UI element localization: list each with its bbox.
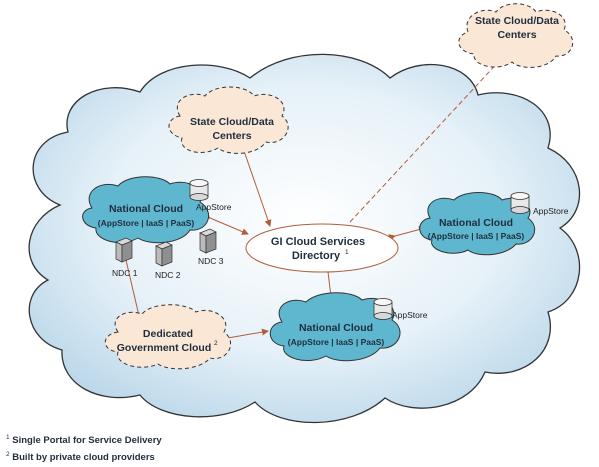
ndc-2-label: NDC 2 bbox=[155, 270, 181, 280]
footnote-1-mark: 1 bbox=[6, 434, 10, 441]
connector-arrows bbox=[117, 141, 426, 343]
ndc-servers: NDC 1 NDC 2 NDC 3 bbox=[112, 228, 224, 280]
appstore-icon-right bbox=[510, 192, 530, 214]
state-cloud-mid-line1: State Cloud/Data bbox=[190, 116, 274, 128]
ndc-3-label: NDC 3 bbox=[198, 256, 224, 266]
state-cloud-mid: State Cloud/Data Centers bbox=[168, 86, 289, 154]
footnote-1-text: Single Portal for Service Delivery bbox=[12, 435, 162, 447]
directory-superscript: 1 bbox=[345, 249, 349, 256]
dedicated-line2: Government Cloud bbox=[117, 342, 212, 354]
nc-left-subtitle: (AppStore | IaaS | PaaS) bbox=[98, 218, 195, 228]
server-icon-ndc2 bbox=[155, 241, 173, 267]
arrow-dedicated-to-nc-bottom bbox=[221, 328, 269, 343]
nc-left-appstore-label: AppStore bbox=[196, 202, 232, 212]
state-cloud-top: State Cloud/Data Centers bbox=[458, 3, 574, 68]
footnote-2-text: Built by private cloud providers bbox=[12, 452, 155, 464]
national-cloud-left: National Cloud (AppStore | IaaS | PaaS) bbox=[82, 176, 210, 244]
server-icon-ndc3 bbox=[199, 228, 217, 254]
state-cloud-top-line1: State Cloud/Data bbox=[475, 15, 559, 27]
appstore-icon-left bbox=[189, 179, 209, 201]
server-icon-ndc1 bbox=[115, 237, 133, 263]
state-cloud-top-line2: Centers bbox=[497, 29, 536, 41]
state-cloud-mid-line2: Centers bbox=[212, 130, 251, 142]
footnote-2: 2 Built by private cloud providers bbox=[6, 451, 155, 463]
gi-cloud-services-directory: GI Cloud Services Directory 1 bbox=[245, 223, 399, 273]
dedicated-superscript: 2 bbox=[214, 340, 218, 347]
appstore-icon-bottom bbox=[373, 298, 393, 320]
directory-line2: Directory bbox=[292, 250, 341, 262]
national-cloud-bottom: National Cloud (AppStore | IaaS | PaaS) bbox=[269, 292, 401, 362]
nc-right-title: National Cloud bbox=[439, 217, 513, 229]
dashed-link-state-top bbox=[349, 57, 503, 223]
nc-bottom-subtitle: (AppStore | IaaS | PaaS) bbox=[288, 337, 385, 347]
dedicated-line1: Dedicated bbox=[143, 328, 193, 340]
national-cloud-right: National Cloud (AppStore | IaaS | PaaS) bbox=[419, 192, 536, 256]
nc-bottom-title: National Cloud bbox=[299, 322, 373, 334]
footnote-2-mark: 2 bbox=[6, 451, 10, 458]
arrow-state-mid-to-directory bbox=[237, 141, 272, 227]
arrow-nc-left-to-directory bbox=[203, 212, 249, 235]
ndc-1-label: NDC 1 bbox=[112, 268, 138, 278]
footnote-1: 1 Single Portal for Service Delivery bbox=[6, 434, 162, 446]
dedicated-government-cloud: Dedicated Government Cloud 2 bbox=[104, 304, 231, 370]
nc-right-subtitle: (AppStore | IaaS | PaaS) bbox=[428, 231, 525, 241]
nc-bottom-appstore-label: AppStore bbox=[392, 310, 428, 320]
directory-line1: GI Cloud Services bbox=[271, 236, 365, 248]
nc-left-title: National Cloud bbox=[109, 203, 183, 215]
nc-right-appstore-label: AppStore bbox=[533, 206, 569, 216]
